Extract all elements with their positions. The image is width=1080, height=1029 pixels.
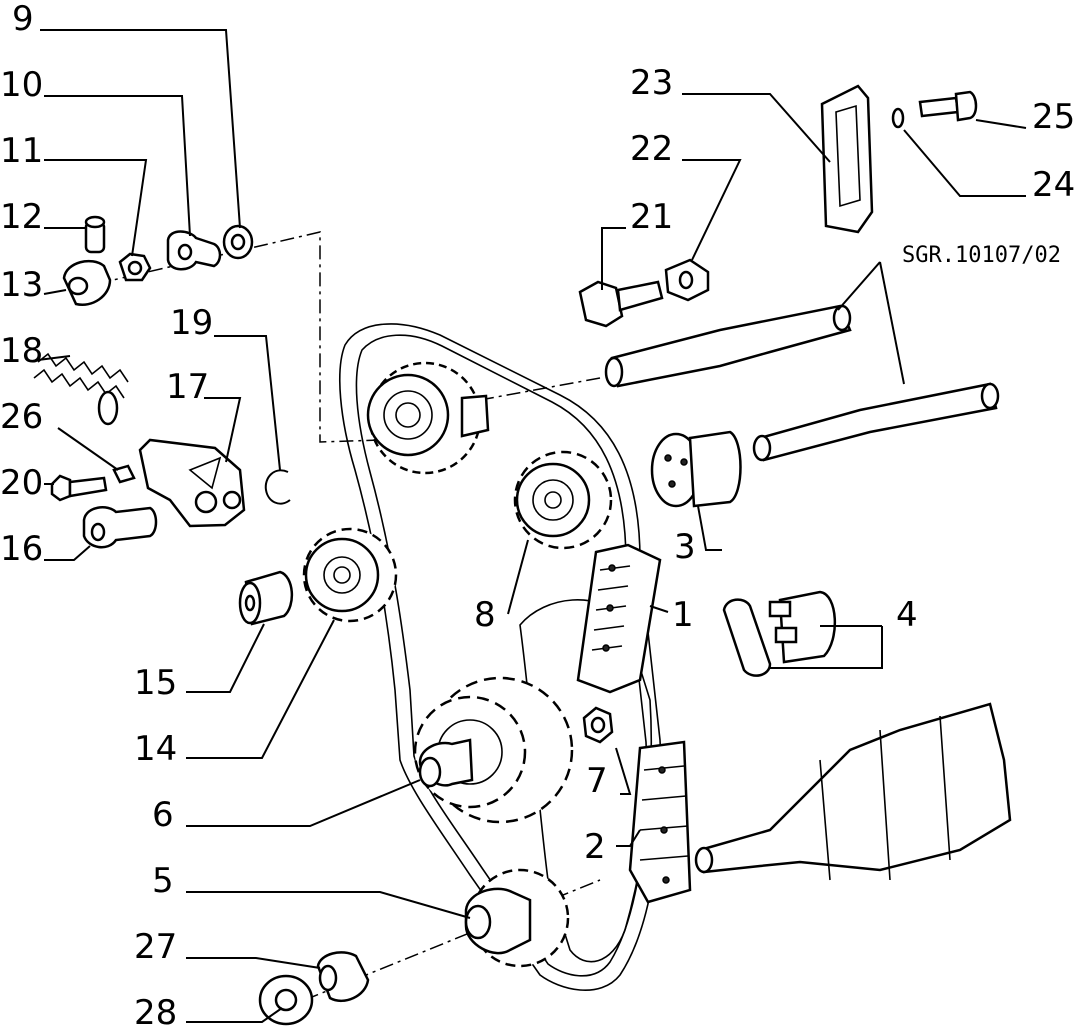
leader-lines	[37, 29, 1027, 1023]
callout-21: 21	[630, 197, 673, 237]
callout-24: 24	[1032, 165, 1075, 205]
part-4-chain-link	[722, 590, 836, 677]
callout-23: 23	[630, 63, 673, 103]
part-21-bolt	[578, 280, 664, 328]
part-16-pin	[82, 506, 158, 549]
camshaft-upper	[604, 304, 852, 388]
callout-10: 10	[0, 65, 43, 105]
part-25-bolt	[918, 90, 978, 122]
part-9-washer	[222, 224, 254, 260]
part-27-gear	[316, 951, 370, 1003]
part-26-plate	[112, 464, 136, 484]
callout-7: 7	[586, 761, 608, 801]
reference-code: SGR.10107/02	[902, 243, 1061, 268]
part-22-nut	[664, 258, 710, 302]
callout-18: 18	[0, 331, 43, 371]
camshaft-lower	[752, 382, 1000, 462]
callout-14: 14	[134, 729, 177, 769]
callout-4: 4	[896, 595, 918, 635]
part-15-bush	[238, 570, 293, 626]
part-24-washer	[891, 107, 905, 129]
part-13-eccentric	[62, 259, 112, 307]
callout-1: 1	[672, 595, 694, 635]
callout-9: 9	[12, 0, 34, 39]
callout-8: 8	[474, 595, 496, 635]
part-18-spring	[33, 352, 129, 426]
callout-2: 2	[584, 827, 606, 867]
part-5-crank-sprocket	[464, 868, 570, 968]
crankshaft	[694, 702, 1012, 881]
part-7-nut	[582, 706, 614, 744]
callout-28: 28	[134, 993, 177, 1029]
callout-26: 26	[0, 397, 43, 437]
part-12-bushing	[84, 215, 106, 254]
callout-27: 27	[134, 927, 177, 967]
part-10-lock-plate	[166, 230, 222, 271]
callout-6: 6	[152, 795, 174, 835]
part-17-tensioner-body	[138, 438, 246, 528]
part-1-upper-chain	[576, 543, 662, 694]
camshaft-sprocket	[366, 361, 490, 475]
callout-5: 5	[152, 861, 174, 901]
callout-3: 3	[674, 527, 696, 567]
callout-19: 19	[170, 303, 213, 343]
callout-25: 25	[1032, 97, 1075, 137]
part-28-washer	[258, 974, 314, 1026]
part-23-chain-guide	[820, 84, 874, 234]
part-3-hub-flange	[650, 430, 742, 508]
callout-15: 15	[134, 663, 177, 703]
part-20-screw	[50, 474, 108, 502]
callout-11: 11	[0, 131, 43, 171]
callout-22: 22	[630, 129, 673, 169]
part-19-circlip	[264, 469, 291, 505]
callout-13: 13	[0, 265, 43, 305]
callout-17: 17	[166, 367, 209, 407]
part-14-idler-sprocket	[302, 527, 398, 623]
part-2-lower-chain	[628, 740, 692, 904]
part-8-sprocket	[513, 450, 613, 550]
callout-12: 12	[0, 197, 43, 237]
callout-16: 16	[0, 529, 43, 569]
part-6-double-sprocket	[413, 676, 574, 824]
callout-20: 20	[0, 463, 43, 503]
part-11-nut	[118, 252, 152, 282]
